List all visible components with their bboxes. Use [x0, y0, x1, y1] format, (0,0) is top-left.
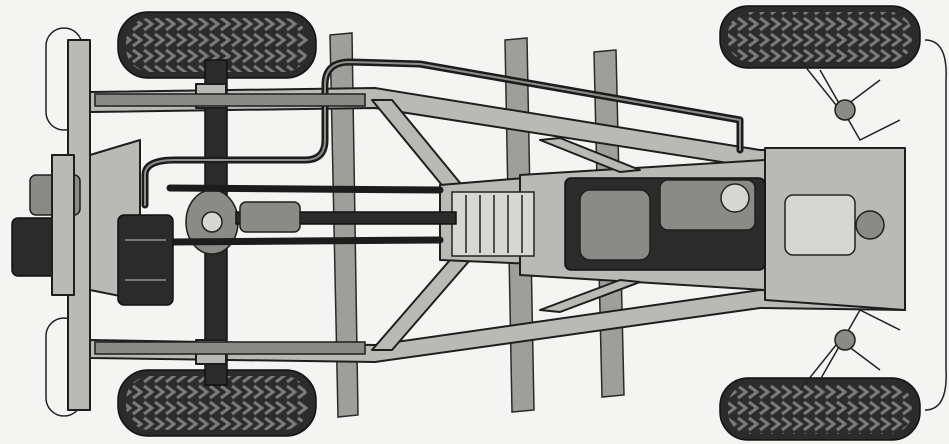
- tire-rear-left: [117, 11, 317, 79]
- tire-front-left: [719, 5, 921, 69]
- rear-tank: [11, 154, 81, 296]
- rear-axle: [185, 59, 239, 386]
- muffler: [117, 214, 174, 306]
- tires: [117, 5, 921, 441]
- tire-front-right: [719, 377, 921, 441]
- rear-springs: [94, 93, 366, 355]
- engine-assembly: [564, 177, 885, 271]
- front-suspension: [799, 59, 901, 391]
- drive-shaft: [235, 201, 457, 233]
- pipes: [141, 58, 744, 246]
- tire-rear-right: [117, 369, 317, 437]
- front-bumper: [924, 39, 947, 411]
- plank-1: [329, 32, 359, 418]
- center-plate: [451, 191, 535, 257]
